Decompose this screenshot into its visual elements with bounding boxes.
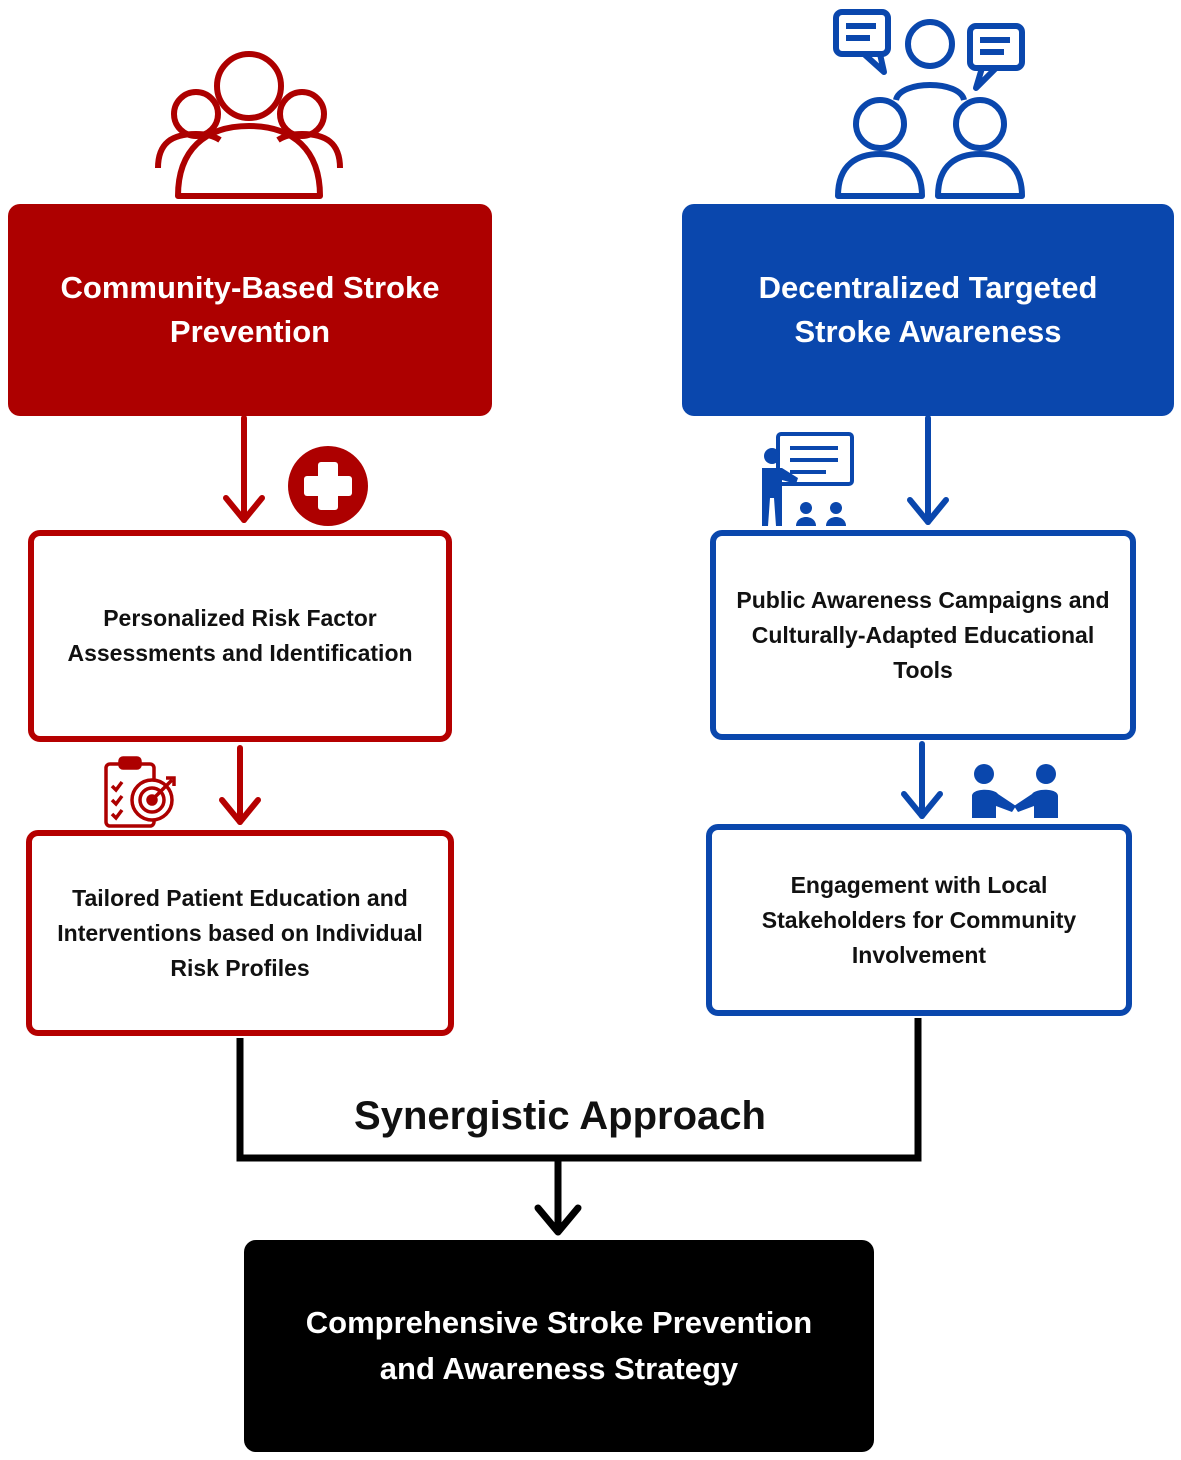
risk-assessment-box: Personalized Risk Factor Assessments and… bbox=[28, 530, 452, 742]
public-campaigns-label: Public Awareness Campaigns and Culturall… bbox=[736, 586, 1110, 683]
red-connectors bbox=[219, 415, 265, 825]
community-prevention-header-label: Community-Based Stroke Prevention bbox=[60, 270, 440, 349]
tailored-education-box: Tailored Patient Education and Intervent… bbox=[26, 830, 454, 1036]
presentation-teacher-icon bbox=[762, 432, 854, 526]
clipboard-target-icon bbox=[104, 756, 176, 828]
handshake-people-icon bbox=[972, 764, 1058, 818]
medical-cross-icon bbox=[288, 446, 368, 526]
synergistic-approach-label: Synergistic Approach bbox=[354, 1094, 766, 1138]
risk-assessment-label: Personalized Risk Factor Assessments and… bbox=[67, 605, 413, 666]
merge-connectors bbox=[236, 1018, 922, 1236]
stakeholder-engagement-label: Engagement with Local Stakeholders for C… bbox=[761, 871, 1077, 968]
community-prevention-header: Community-Based Stroke Prevention bbox=[8, 204, 492, 416]
community-people-icon bbox=[155, 51, 343, 199]
decentralized-awareness-header: Decentralized Targeted Stroke Awareness bbox=[682, 204, 1174, 416]
final-strategy-label: Comprehensive Stroke Prevention and Awar… bbox=[305, 1305, 813, 1386]
stakeholder-engagement-box: Engagement with Local Stakeholders for C… bbox=[706, 824, 1132, 1016]
blue-connectors bbox=[901, 415, 949, 819]
group-discussion-icon bbox=[833, 9, 1025, 199]
final-strategy-box: Comprehensive Stroke Prevention and Awar… bbox=[244, 1240, 874, 1452]
tailored-education-label: Tailored Patient Education and Intervent… bbox=[57, 884, 423, 981]
decentralized-awareness-header-label: Decentralized Targeted Stroke Awareness bbox=[758, 270, 1098, 349]
public-campaigns-box: Public Awareness Campaigns and Culturall… bbox=[710, 530, 1136, 740]
